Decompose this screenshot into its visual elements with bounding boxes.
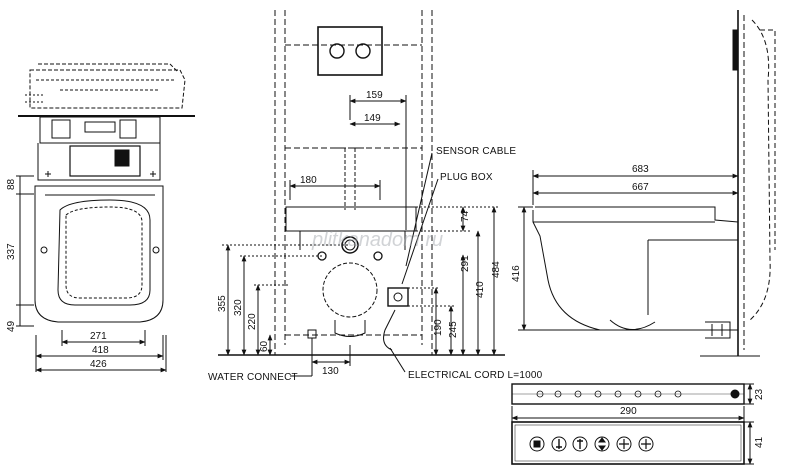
dim-74: 74 bbox=[460, 210, 471, 222]
temperature-button-icon bbox=[638, 436, 654, 452]
dim-290: 290 bbox=[620, 406, 637, 417]
dim-130: 130 bbox=[322, 366, 339, 377]
dim-683: 683 bbox=[632, 164, 649, 175]
dim-180: 180 bbox=[300, 175, 317, 186]
dim-23: 23 bbox=[754, 388, 765, 400]
dim-49: 49 bbox=[6, 320, 17, 332]
dim-426: 426 bbox=[90, 359, 107, 370]
dim-667: 667 bbox=[632, 182, 649, 193]
dim-418: 418 bbox=[92, 345, 109, 356]
front-wash-button-icon bbox=[572, 436, 588, 452]
position-button-icon bbox=[594, 436, 610, 452]
pressure-button-icon bbox=[616, 436, 632, 452]
dim-484: 484 bbox=[491, 261, 502, 278]
dim-220: 220 bbox=[247, 313, 258, 330]
watermark-text: plitkanadom.ru bbox=[311, 229, 443, 251]
dim-190: 190 bbox=[433, 319, 444, 336]
dim-355: 355 bbox=[217, 295, 228, 312]
dim-410: 410 bbox=[475, 281, 486, 298]
electrical-cord-label: ELECTRICAL CORD L=1000 bbox=[408, 370, 543, 381]
dim-416: 416 bbox=[511, 265, 522, 282]
dim-41: 41 bbox=[754, 436, 765, 448]
remote-top-view bbox=[511, 383, 754, 422]
sensor-cable-label: SENSOR CABLE bbox=[436, 146, 516, 157]
side-view bbox=[518, 10, 776, 357]
water-connect-label: WATER CONNECT bbox=[208, 372, 298, 383]
top-view bbox=[16, 63, 195, 373]
dim-337: 337 bbox=[6, 243, 17, 260]
dim-271: 271 bbox=[90, 331, 107, 342]
plug-box-label: PLUG BOX bbox=[440, 172, 493, 183]
dim-60: 60 bbox=[259, 340, 270, 352]
dim-88: 88 bbox=[6, 178, 17, 190]
stop-button-icon bbox=[529, 436, 545, 452]
dim-149: 149 bbox=[364, 113, 381, 124]
rear-wash-button-icon bbox=[551, 436, 567, 452]
dim-245: 245 bbox=[448, 321, 459, 338]
remote-front-view bbox=[511, 421, 754, 465]
front-view bbox=[218, 10, 505, 377]
dim-291: 291 bbox=[460, 255, 471, 272]
dim-159: 159 bbox=[366, 90, 383, 101]
dim-320: 320 bbox=[233, 299, 244, 316]
